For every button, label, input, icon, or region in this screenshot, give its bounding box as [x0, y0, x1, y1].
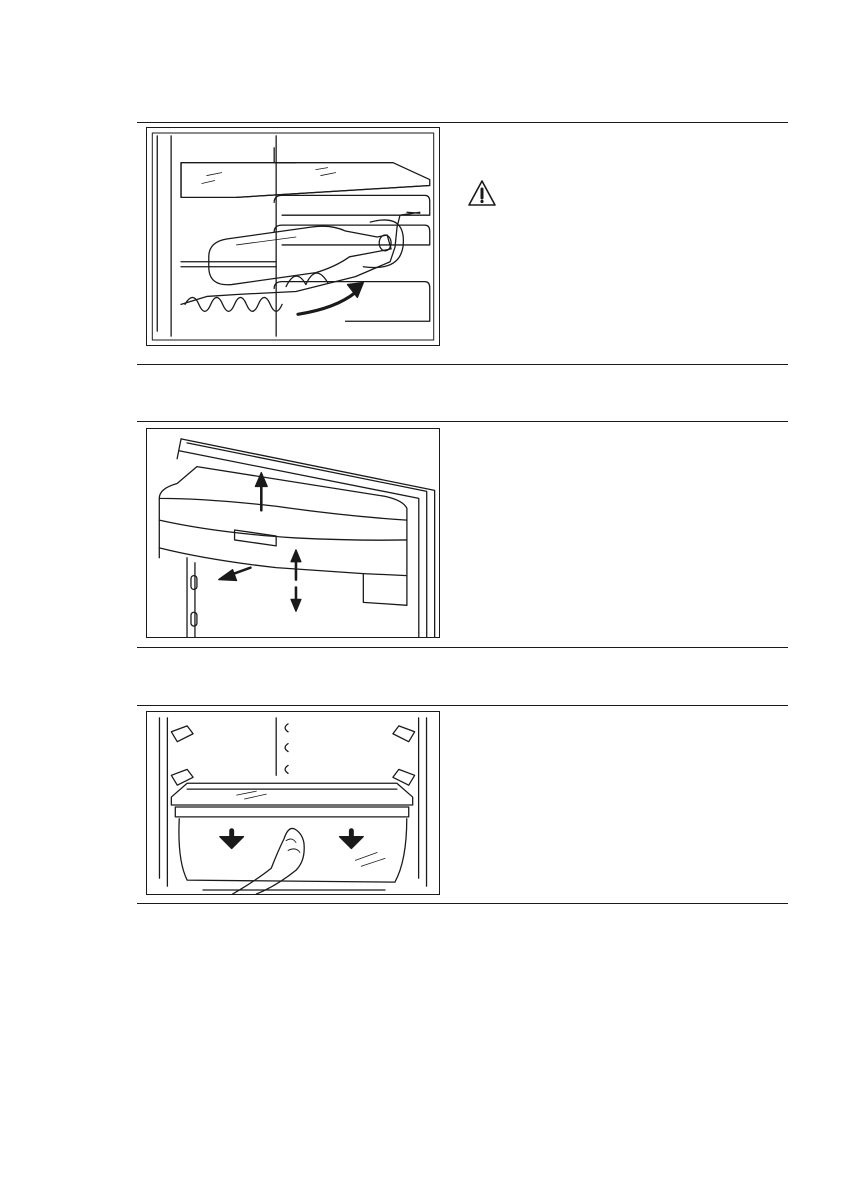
wall-bracket-right-upper [393, 726, 415, 742]
door-balcony-removal-illustration [146, 428, 440, 638]
pull-arrow-right [339, 837, 363, 849]
section-rule-bottom-2 [137, 647, 788, 648]
section-rule-bottom-3 [137, 903, 788, 904]
warning-icon [467, 178, 497, 208]
section-rule-top-2 [137, 421, 788, 422]
glass-shelf [181, 163, 430, 198]
vegetable-drawer-removal-illustration [146, 711, 440, 895]
door-balcony-top [159, 467, 407, 520]
pull-arrow-head [219, 570, 237, 581]
wine-rack-rod [181, 212, 420, 304]
section-rule-bottom-1 [137, 364, 788, 365]
wine-rack-coils [185, 297, 282, 311]
hand [233, 828, 305, 894]
wine-bottle [209, 226, 391, 285]
rotate-arrow-shaft [298, 292, 355, 314]
shelf-support-middle [274, 225, 430, 245]
lift-arrow-head [255, 473, 267, 487]
wall-bracket-left-upper [171, 726, 193, 742]
section-rule-top-1 [137, 122, 788, 123]
down-arrow-head [291, 599, 301, 611]
pull-arrow-left [220, 837, 244, 849]
up-arrow-head [291, 550, 301, 562]
drawer-glass-cover [171, 783, 412, 805]
balcony-handle [235, 530, 277, 546]
section-rule-top-3 [137, 705, 788, 706]
wine-rack-bottle-illustration [146, 127, 440, 346]
drawer-rim [175, 807, 408, 817]
